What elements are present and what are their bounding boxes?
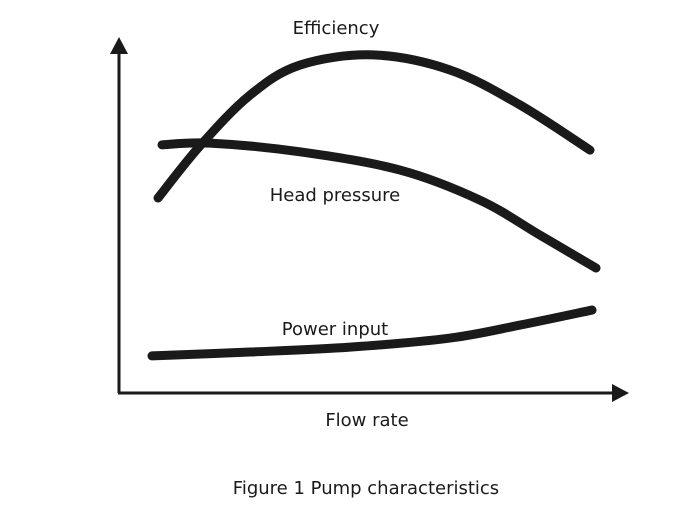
curve-head-pressure <box>157 138 601 273</box>
axes <box>110 37 629 402</box>
series-label-head-pressure: Head pressure <box>270 185 401 206</box>
x-axis-arrow-icon <box>612 384 629 402</box>
x-axis-label: Flow rate <box>325 410 408 431</box>
y-axis-arrow-icon <box>110 37 128 54</box>
curve-power-input <box>147 305 597 361</box>
chart-caption: Figure 1 Pump characteristics <box>233 478 499 499</box>
series-label-power-input: Power input <box>282 319 388 340</box>
curve-efficiency <box>153 50 595 203</box>
series-label-efficiency: Efficiency <box>293 18 380 39</box>
series-curves <box>147 50 601 361</box>
